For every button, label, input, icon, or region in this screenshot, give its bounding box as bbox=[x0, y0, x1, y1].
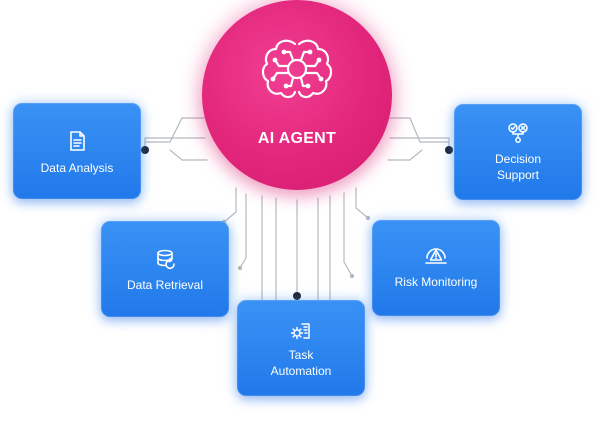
connector-dot-right bbox=[445, 146, 453, 154]
risk-monitoring-label: Risk Monitoring bbox=[394, 275, 478, 289]
risk-monitoring-card[interactable]: Risk Monitoring bbox=[372, 220, 500, 316]
gear-document-icon bbox=[290, 323, 310, 340]
database-refresh-icon bbox=[157, 249, 175, 270]
hub-title: AI AGENT bbox=[257, 130, 337, 147]
data-retrieval-card[interactable]: Data Retrieval bbox=[101, 221, 229, 317]
data-analysis-label: Data Analysis bbox=[40, 161, 114, 175]
decision-support-card[interactable]: Decision Support bbox=[454, 104, 582, 200]
decision-support-label: Decision Support bbox=[494, 152, 542, 182]
ai-agent-hub[interactable]: AI AGENT bbox=[202, 0, 392, 190]
brain-circuit-icon bbox=[261, 39, 333, 99]
connector-dot-bottom bbox=[293, 292, 301, 300]
data-retrieval-label: Data Retrieval bbox=[126, 278, 204, 292]
task-automation-label: Task Automation bbox=[270, 348, 332, 378]
task-automation-card[interactable]: Task Automation bbox=[237, 300, 365, 396]
decision-network-icon bbox=[508, 123, 528, 143]
document-icon bbox=[70, 131, 85, 151]
warning-gauge-icon bbox=[425, 248, 447, 264]
connector-dot-left bbox=[141, 146, 149, 154]
data-analysis-card[interactable]: Data Analysis bbox=[13, 103, 141, 199]
connector-dots bbox=[141, 146, 453, 300]
